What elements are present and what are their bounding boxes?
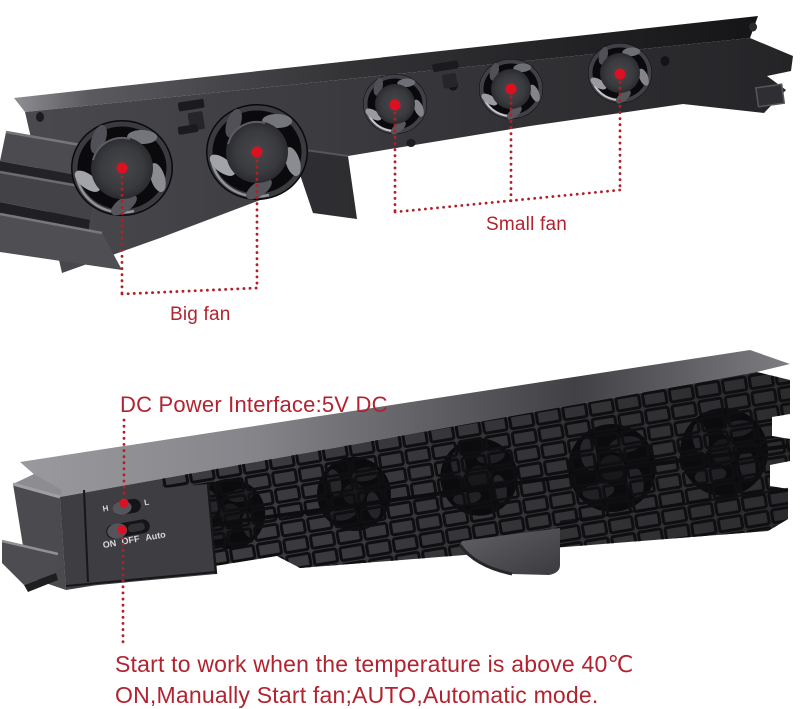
left-end-cap <box>1 474 66 592</box>
left-bracket <box>0 130 122 270</box>
fan-speed-switch: H L <box>102 498 150 516</box>
stand-flap-edge <box>458 544 513 576</box>
cooler-back-view: H L ON OFF Auto <box>1 350 790 592</box>
switch-marker <box>119 498 129 508</box>
big-fan-label: Big fan <box>170 304 231 325</box>
fan-center-marker <box>614 68 626 80</box>
back-callouts: DC Power Interface:5V DC Start to work w… <box>115 392 634 708</box>
front-callouts: Big fan Small fan <box>116 68 626 325</box>
front-top-face <box>14 16 758 112</box>
temperature-note-line2: ON,Manually Start fan;AUTO,Automatic mod… <box>115 682 599 708</box>
housing-seam-lower <box>559 487 789 524</box>
temperature-note-line1: Start to work when the temperature is ab… <box>115 651 634 677</box>
fan-center-marker <box>505 83 517 95</box>
fan-mode-switch: ON OFF Auto <box>102 519 167 550</box>
callout-line-small-fan <box>393 80 622 214</box>
mode-on-label: ON <box>102 538 117 550</box>
mode-auto-label: Auto <box>145 529 167 542</box>
small-fan-label: Small fan <box>486 214 567 235</box>
speed-high-label: H <box>102 504 109 514</box>
dc-power-label: DC Power Interface:5V DC <box>120 392 388 417</box>
fan-center-marker <box>251 146 263 158</box>
fan-center-marker <box>389 99 401 111</box>
clip-detail-left <box>177 98 205 135</box>
stand-flap <box>460 528 560 575</box>
cooler-front-view <box>0 16 793 273</box>
support-flap-shade <box>291 148 357 219</box>
callout-line-big-fan <box>120 159 259 296</box>
control-panel <box>60 483 218 588</box>
speed-low-label: L <box>143 498 149 508</box>
mode-off-label: OFF <box>121 533 141 546</box>
end-hook-detail <box>755 83 786 108</box>
clip-detail-right <box>432 60 459 89</box>
switch-marker <box>117 525 127 535</box>
fan-center-marker <box>116 162 128 174</box>
back-top-face <box>20 350 790 497</box>
